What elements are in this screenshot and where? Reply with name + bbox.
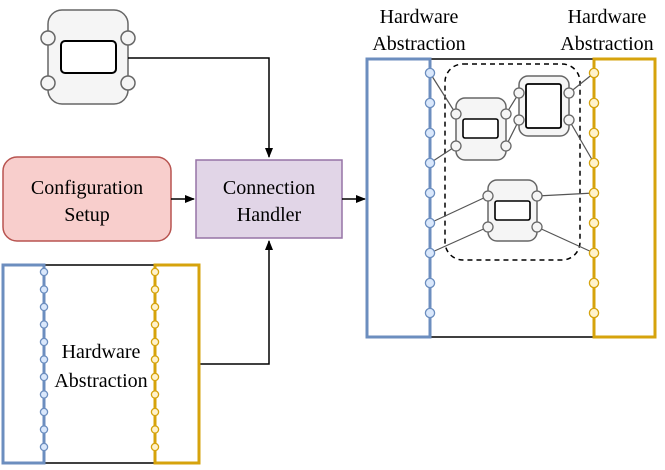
port-circle xyxy=(150,285,160,294)
configuration-setup-label-2: Setup xyxy=(64,204,110,226)
arrow-hw-to-handler xyxy=(199,240,273,365)
configuration-setup-label-1: Configuration xyxy=(31,177,143,199)
port-circle xyxy=(588,247,600,259)
port-circle xyxy=(39,355,49,364)
port-circle xyxy=(424,277,436,289)
port-circle xyxy=(588,277,600,289)
module-wires xyxy=(429,72,595,254)
port-circle xyxy=(39,302,49,312)
port-circle xyxy=(39,372,49,382)
port-circle xyxy=(39,442,49,452)
port-circle xyxy=(150,425,160,434)
hardware-abstraction-stack: Hardware Abstraction Hardware Abstractio… xyxy=(365,6,657,339)
port-circle xyxy=(588,307,600,319)
hardware-abstraction-right-b-label-1: Hardware xyxy=(568,6,647,28)
module-icon-a xyxy=(450,97,512,161)
port-circle xyxy=(39,320,49,329)
module-group-boundary xyxy=(444,63,581,261)
ports-left-gold xyxy=(150,267,160,452)
port-circle xyxy=(424,97,436,109)
port-circle xyxy=(588,127,600,139)
port-circle xyxy=(424,127,436,139)
port-circle xyxy=(588,157,600,169)
hardware-abstraction-right-a-label-2: Abstraction xyxy=(372,33,465,55)
module-icon-b xyxy=(513,75,575,137)
port-circle xyxy=(424,157,436,169)
port-circle xyxy=(150,407,160,417)
port-circle xyxy=(39,390,49,399)
port-circle xyxy=(150,337,160,347)
port-circle xyxy=(39,407,49,417)
port-circle xyxy=(150,302,160,312)
port-circle xyxy=(150,390,160,399)
hardware-abstraction-right-b-label-2: Abstraction xyxy=(560,33,653,55)
hardware-abstraction-left: Hardware Abstraction xyxy=(1,263,201,465)
port-circle xyxy=(588,67,600,79)
port-circle xyxy=(39,285,49,294)
port-circle xyxy=(150,355,160,364)
hardware-abstraction-left-label-2: Abstraction xyxy=(54,370,147,392)
port-circle xyxy=(588,97,600,109)
port-circle xyxy=(588,217,600,229)
port-circle xyxy=(150,320,160,329)
module-icon-c xyxy=(482,179,543,242)
ports-right-gold xyxy=(588,67,600,319)
port-circle xyxy=(39,425,49,434)
port-circle xyxy=(424,307,436,319)
port-circle xyxy=(424,187,436,199)
port-circle xyxy=(150,267,160,277)
hardware-abstraction-left-label-1: Hardware xyxy=(62,341,141,363)
port-circle xyxy=(150,442,160,452)
connection-handler-node: Connection Handler xyxy=(195,159,343,239)
ports-left-blue xyxy=(39,267,49,452)
connection-handler-label-1: Connection xyxy=(223,177,315,199)
port-circle xyxy=(424,217,436,229)
connection-handler-label-2: Handler xyxy=(237,204,302,226)
port-circle xyxy=(424,67,436,79)
ports-right-blue xyxy=(424,67,436,319)
port-circle xyxy=(588,187,600,199)
port-circle xyxy=(424,247,436,259)
port-circle xyxy=(39,337,49,347)
connectors xyxy=(128,57,366,365)
module-icon-top xyxy=(40,9,136,105)
arrow-module-to-handler xyxy=(128,57,273,158)
hardware-abstraction-right-a-label-1: Hardware xyxy=(380,6,459,28)
port-circle xyxy=(39,267,49,277)
configuration-setup-node: Configuration Setup xyxy=(2,156,172,242)
port-circle xyxy=(150,372,160,382)
